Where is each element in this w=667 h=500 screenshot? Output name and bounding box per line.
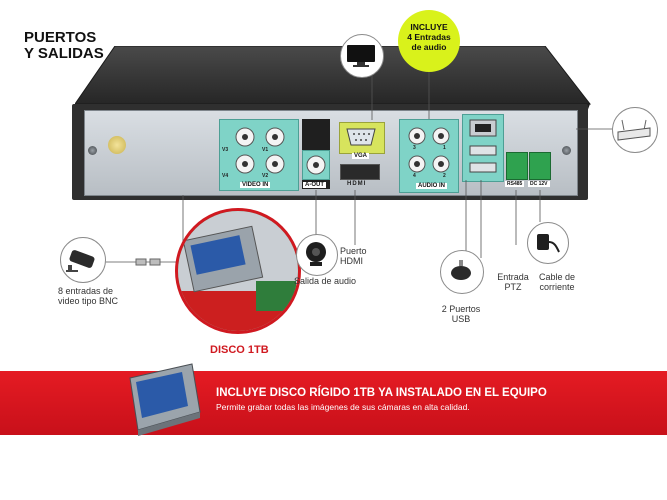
dc12v-connector (529, 152, 551, 180)
ptz-callout: Entrada PTZ (496, 272, 530, 292)
bnc-connector-icon (135, 258, 161, 266)
audio-2-label: 2 (443, 173, 446, 179)
speaker-icon (306, 242, 326, 266)
badge-line-2: 4 Entradas (407, 32, 451, 42)
badge-line-3: de audio (411, 42, 447, 52)
audio-in-block (399, 119, 459, 193)
camera-icon-circle (60, 237, 106, 283)
video-in-block (219, 119, 299, 191)
badge-line-1: INCLUYE (410, 22, 448, 32)
v1-label: V1 (262, 147, 269, 153)
ptz-callout-line-1: Entrada (497, 272, 529, 282)
hdmi-port (340, 164, 380, 180)
dc12v-label: DC 12V (528, 181, 550, 187)
usb-callout-line-2: USB (451, 314, 471, 324)
usb-mouse-icon (451, 260, 471, 280)
audio-3-label: 3 (413, 145, 416, 151)
a-out-label: A-OUT (303, 182, 326, 188)
audio-in-connectors (408, 127, 450, 173)
usb-callout: 2 Puertos USB (436, 304, 486, 324)
disk-label: DISCO 1TB (210, 344, 269, 356)
banner-subtitle: Permite grabar todas las imágenes de sus… (216, 402, 470, 412)
power-adapter-icon (537, 234, 560, 253)
audio-in-label: AUDIO IN (416, 183, 447, 189)
bnc-callout-line-1: 8 entradas de (58, 286, 114, 296)
usb-callout-line-1: 2 Puertos (441, 304, 481, 314)
hard-disk-icon (129, 363, 201, 436)
power-callout-line-2: corriente (539, 282, 575, 292)
audio-1-label: 1 (443, 145, 446, 151)
vga-connector (346, 128, 376, 146)
banner-title: INCLUYE DISCO RÍGIDO 1TB YA INSTALADO EN… (216, 387, 547, 399)
hdmi-logo: HDMI (347, 181, 367, 187)
audio-out-connector (306, 155, 326, 175)
bnc-connectors (235, 127, 285, 174)
installed-disk-photo (175, 208, 301, 334)
audio-4-label: 4 (413, 173, 416, 179)
rs485-label: RS485 (505, 181, 525, 187)
hdmi-callout-line-1: Puerto (340, 246, 367, 256)
promo-banner (0, 371, 667, 435)
bnc-callout: 8 entradas de video tipo BNC (58, 286, 150, 306)
internal-hard-disk-icon (178, 211, 298, 331)
heading-line-1: PUERTOS (24, 29, 97, 46)
security-camera-icon (66, 250, 95, 272)
tv-monitor-icon (347, 45, 375, 67)
v3-label: V3 (222, 147, 229, 153)
video-in-label: VIDEO IN (240, 182, 271, 188)
bnc-callout-line-2: video tipo BNC (58, 296, 119, 306)
page-heading: PUERTOS Y SALIDAS (24, 30, 164, 62)
network-router-icon (617, 119, 651, 141)
ptz-callout-line-2: PTZ (504, 282, 522, 292)
screw-left (88, 146, 97, 155)
v4-label: V4 (222, 173, 229, 179)
warranty-seal (108, 136, 126, 154)
hdmi-callout-line-2: HDMI (340, 256, 363, 266)
power-callout: Cable de corriente (534, 272, 580, 292)
hdmi-callout: Puerto HDMI (340, 246, 380, 266)
screw-right (562, 146, 571, 155)
audio-out-callout: Salida de audio (294, 276, 357, 286)
audio-inputs-badge: INCLUYE 4 Entradas de audio (398, 10, 460, 72)
network-usb-ports (469, 119, 497, 173)
power-callout-line-1: Cable de (538, 272, 576, 282)
vga-label: VGA (352, 153, 370, 159)
heading-line-2: Y SALIDAS (24, 45, 104, 62)
v2-label: V2 (262, 173, 269, 179)
rs485-connector (506, 152, 528, 180)
